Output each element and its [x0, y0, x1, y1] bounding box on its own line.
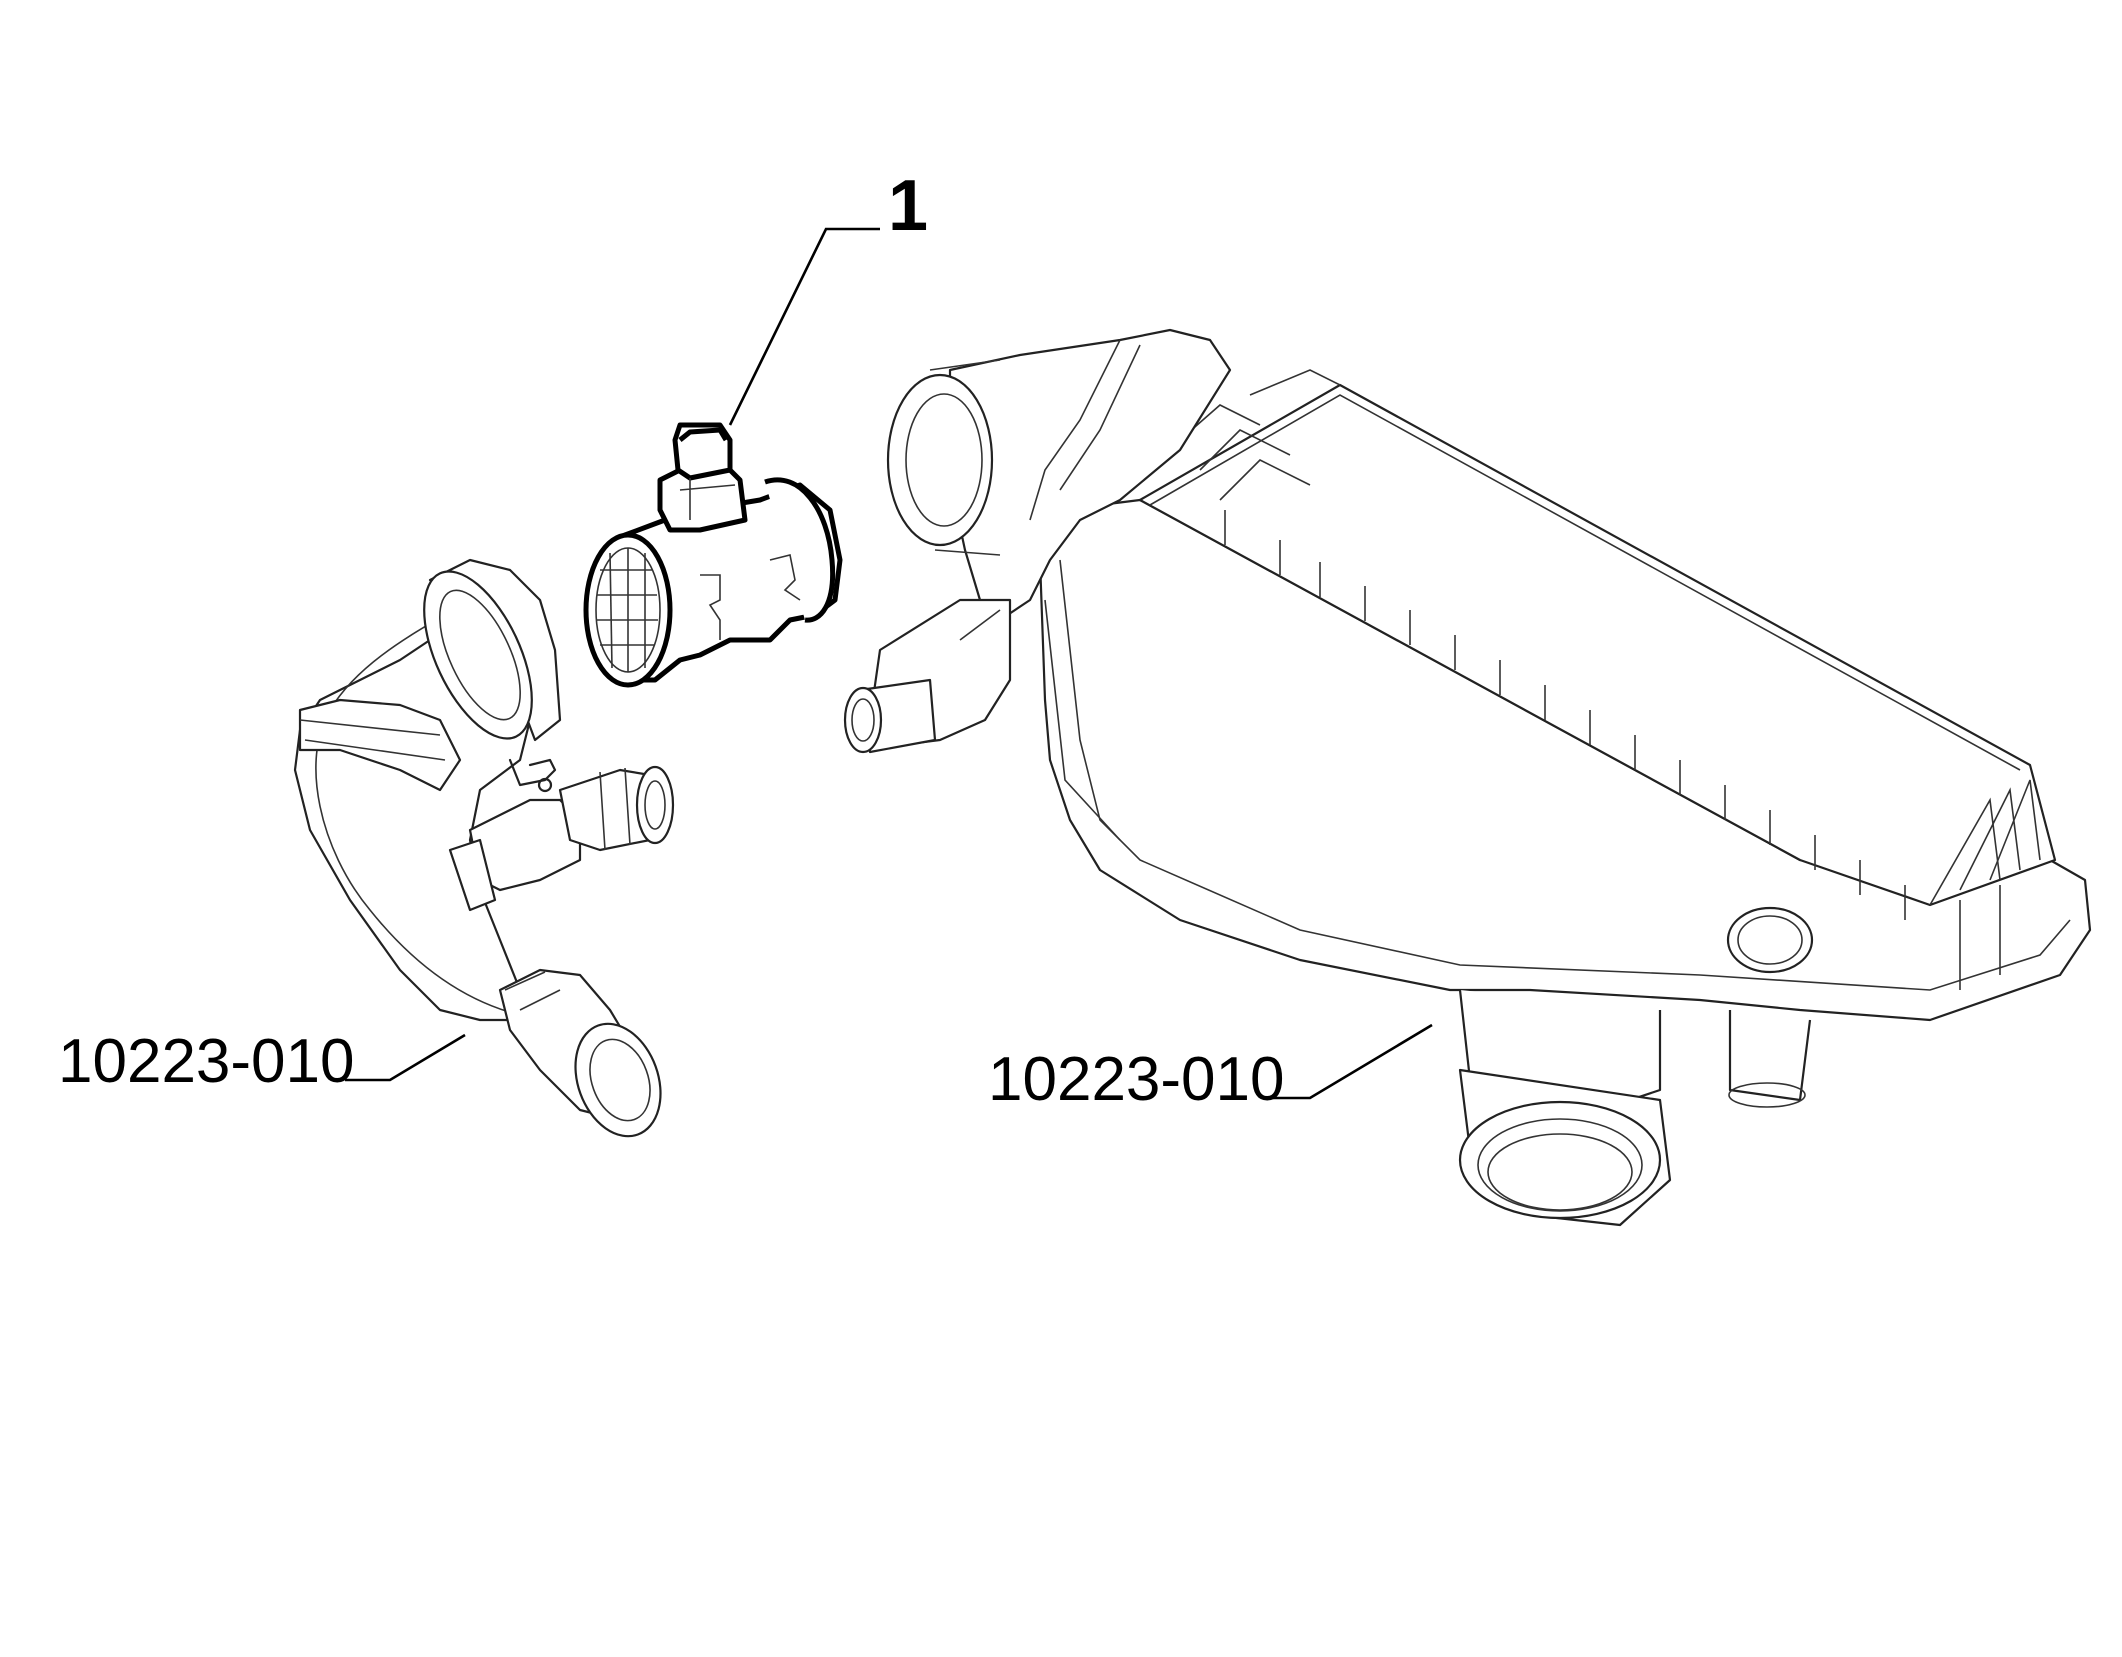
- callout-intake-hose: 10223-010: [58, 1027, 466, 1096]
- maf-sensor[interactable]: [583, 422, 843, 688]
- callout-air-filter-box: 10223-010: [988, 1023, 1433, 1114]
- callout-1-label: 1: [888, 166, 928, 246]
- callout-intake-hose-leader: [345, 1033, 466, 1082]
- callout-1-leader: [728, 227, 880, 426]
- callout-air-filter-box-leader: [1268, 1023, 1433, 1100]
- callout-air-filter-box-label: 10223-010: [988, 1045, 1285, 1114]
- callout-intake-hose-label: 10223-010: [58, 1027, 355, 1096]
- intake-hose[interactable]: [293, 556, 675, 1149]
- callout-1: 1: [728, 166, 928, 426]
- air-filter-box[interactable]: [843, 328, 2092, 1227]
